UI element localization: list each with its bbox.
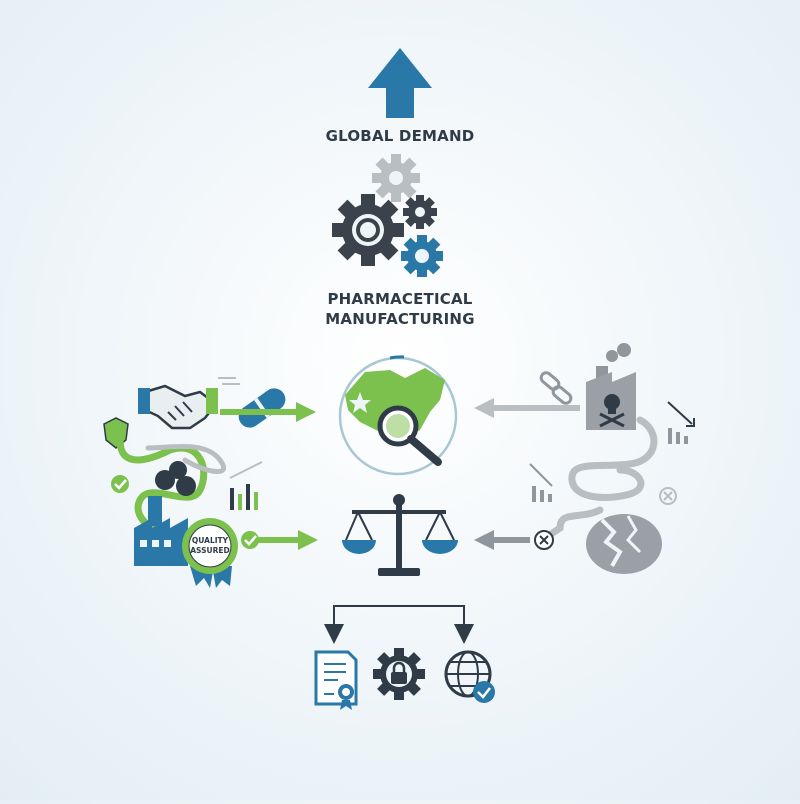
broken-chain-icon [539,371,573,405]
left-arrow-top [220,402,316,422]
quality-badge-icon: QUALITY ASSURED [182,518,238,588]
left-arrow-bottom [256,530,318,550]
china-map-magnifier-icon [338,355,458,476]
factory-icon [134,496,188,566]
x-icon [534,530,554,550]
pharma-label-line1: PHARMACETICAL [327,290,473,308]
handshake-icon [138,384,218,430]
globe-check-icon [444,650,495,703]
cracked-icon [586,514,662,574]
toxic-factory-icon [586,366,636,430]
x-icon [659,487,677,505]
gears-icon [332,154,443,277]
right-flow-path [544,416,658,540]
growth-chart-icon [229,461,263,510]
check-icon [111,475,129,493]
decline-chart-icon [667,401,695,444]
smoke-icon [155,461,196,496]
right-arrow-bottom [474,530,530,550]
certificate-document-icon [314,650,358,710]
decline-chart-icon [529,463,553,502]
pharma-label-line2: MANUFACTURING [325,310,475,328]
smoke-icon-gray [606,343,631,362]
global-demand-label: GLOBAL DEMAND [325,127,475,145]
speed-lines-icon [218,377,240,385]
balance-scale-icon [342,494,458,576]
bottom-bracket [324,605,474,644]
badge-line1: QUALITY [192,536,229,545]
lock-gear-icon [373,648,425,700]
up-arrow-icon [368,48,432,118]
badge-line2: ASSURED [190,546,230,555]
left-flow-path [116,436,236,544]
left-flow-path-gray [145,443,226,475]
right-arrow-top [474,398,580,418]
shield-icon [103,417,129,449]
check-icon [241,531,259,549]
capsule-icon [238,388,286,428]
